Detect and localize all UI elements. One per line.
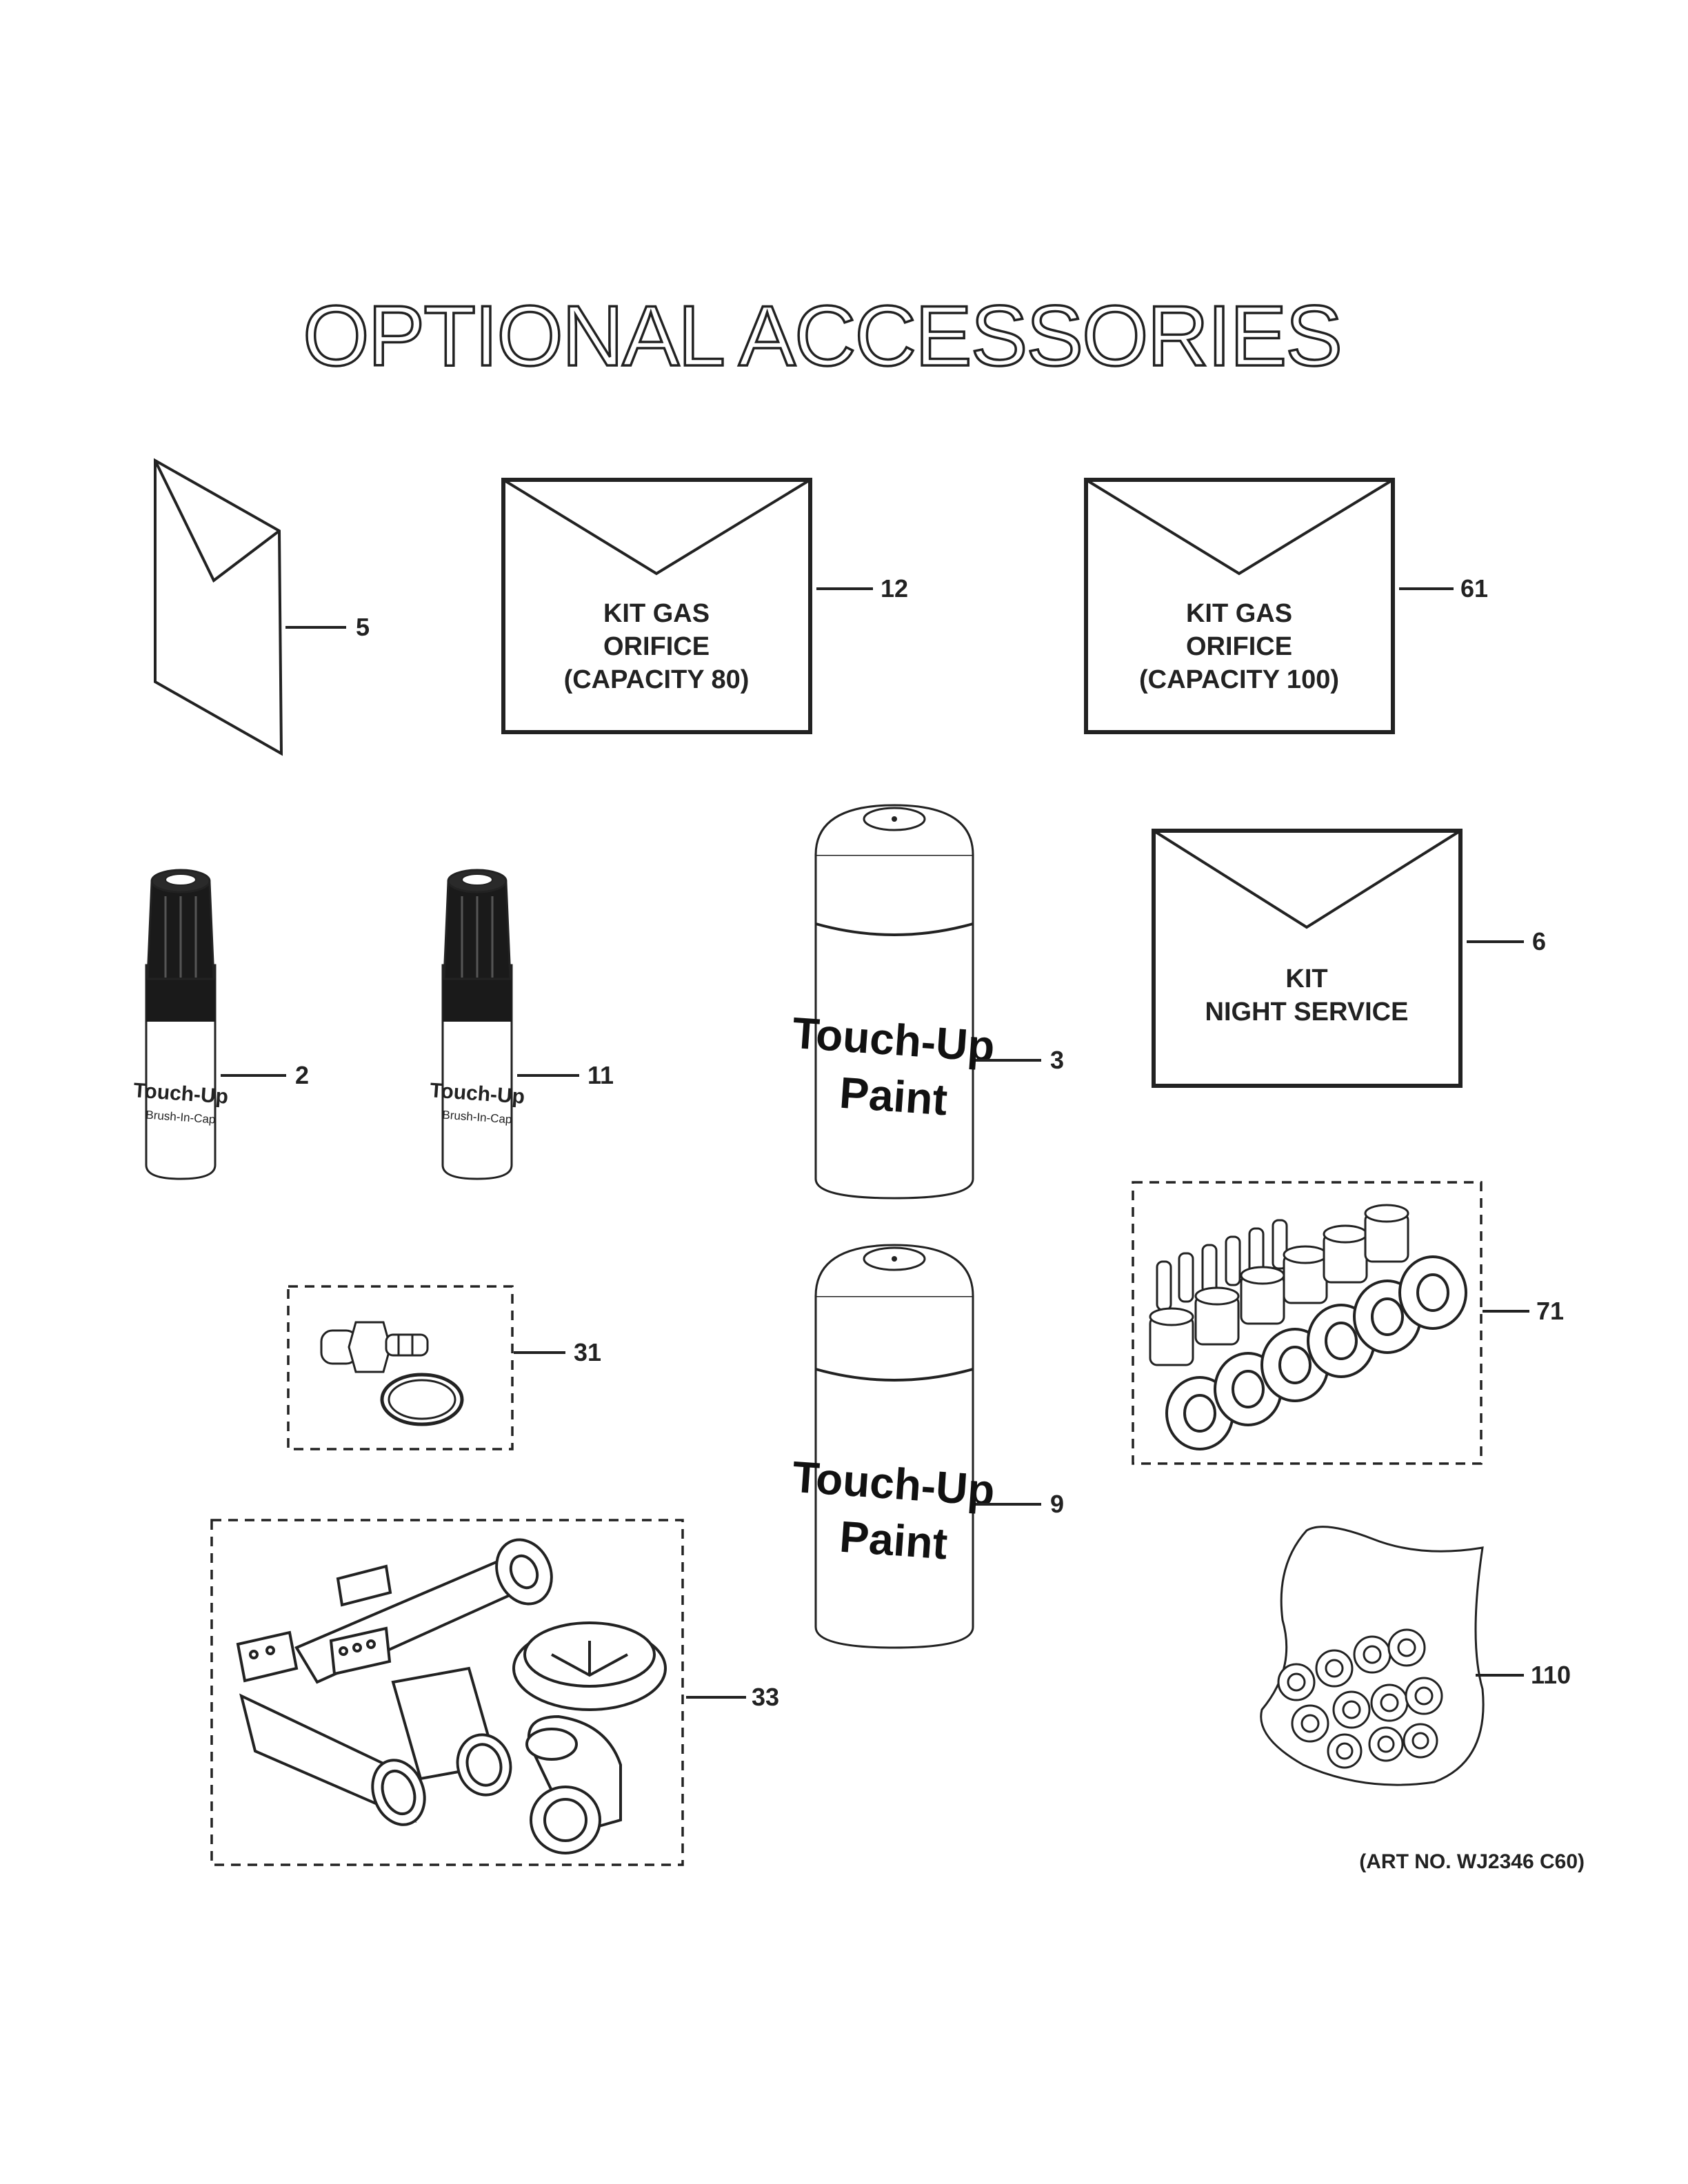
envelope-6-line-2: NIGHT SERVICE (1205, 998, 1409, 1027)
orifice-bag-110[interactable]: 110 (1260, 1526, 1571, 1786)
callout-2: 2 (295, 1061, 309, 1089)
callout-71: 71 (1536, 1297, 1564, 1325)
envelope-61-line-3: (CAPACITY 100) (1139, 665, 1339, 694)
touch-up-pen-2[interactable]: Touch-Up Brush-In-Cap 2 (132, 869, 309, 1180)
fitting-kit-31[interactable]: 31 (287, 1285, 601, 1450)
callout-110: 110 (1531, 1661, 1571, 1689)
envelope-12-line-3: (CAPACITY 80) (564, 665, 750, 694)
gas-orifice-kit-100-envelope[interactable]: KIT GAS ORIFICE (CAPACITY 100) 61 (1084, 478, 1488, 734)
touch-up-pen-11[interactable]: Touch-Up Brush-In-Cap 11 (429, 869, 614, 1180)
night-service-kit-envelope[interactable]: KIT NIGHT SERVICE 6 (1152, 829, 1546, 1088)
orifice-set-71[interactable]: 71 (1132, 1181, 1564, 1465)
callout-6: 6 (1532, 927, 1546, 956)
touch-up-paint-can-3[interactable]: Touch-Up Paint 3 (791, 804, 1064, 1200)
art-number: (ART NO. WJ2346 C60) (1359, 1850, 1585, 1873)
callout-9: 9 (1050, 1490, 1064, 1518)
callout-12: 12 (881, 574, 908, 603)
can-3-label-line-2: Paint (838, 1068, 949, 1125)
envelope-6-line-1: KIT (1285, 964, 1327, 993)
callout-11: 11 (587, 1061, 614, 1089)
envelope-12-line-2: ORIFICE (603, 632, 710, 661)
touch-up-paint-can-9[interactable]: Touch-Up Paint 9 (791, 1244, 1064, 1649)
callout-61: 61 (1460, 574, 1488, 603)
envelope-61-line-2: ORIFICE (1186, 632, 1292, 661)
envelope-61-line-1: KIT GAS (1186, 599, 1292, 628)
callout-33: 33 (752, 1683, 779, 1711)
gas-orifice-kit-80-envelope[interactable]: KIT GAS ORIFICE (CAPACITY 80) 12 (501, 478, 908, 734)
callout-31: 31 (574, 1338, 601, 1366)
can-9-label-line-2: Paint (838, 1512, 949, 1569)
manual-item[interactable]: 5 (154, 458, 370, 756)
callout-5: 5 (356, 613, 370, 641)
callout-3: 3 (1050, 1046, 1064, 1074)
page-title: OPTIONAL ACCESSORIES (303, 289, 1341, 384)
pipe-kit-33[interactable]: 33 (210, 1519, 779, 1866)
envelope-12-line-1: KIT GAS (603, 599, 710, 628)
